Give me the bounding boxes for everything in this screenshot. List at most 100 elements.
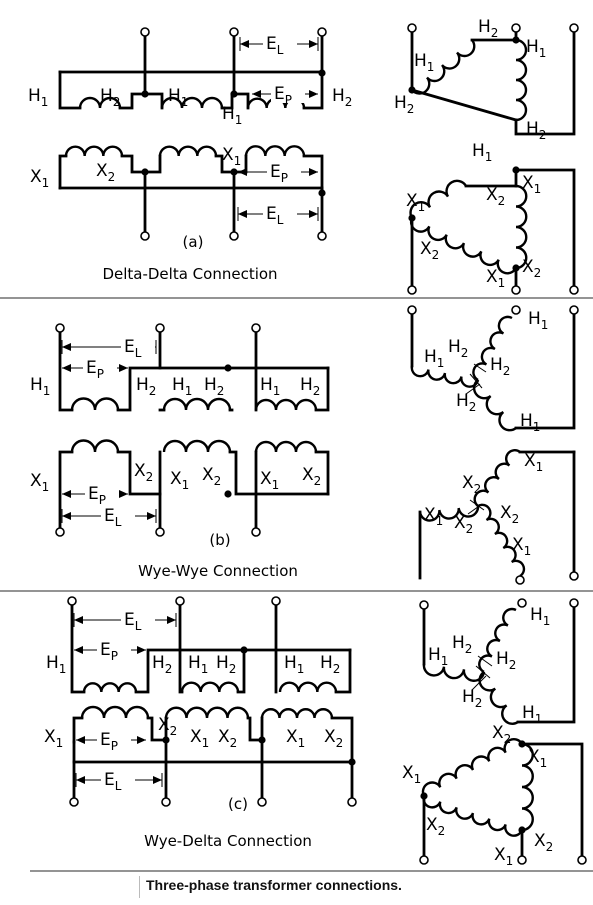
terminal-post — [69, 797, 79, 807]
arrow-head — [167, 616, 176, 624]
h2-terminal-label: H2 — [448, 337, 468, 360]
winding-coil — [409, 217, 518, 275]
section-title-c: Wye-Delta Connection — [144, 832, 312, 850]
x1-terminal-label: X1 — [170, 469, 189, 492]
x1-terminal-label: X1 — [44, 727, 63, 750]
section-label-a: (a) — [183, 233, 204, 251]
terminal-post — [407, 23, 417, 33]
winding-coil — [472, 315, 513, 382]
wire — [228, 450, 330, 496]
leader-line — [467, 503, 483, 515]
winding-coil — [478, 607, 517, 674]
dimension-label-backing — [97, 729, 131, 749]
x2-terminal-label: X2 — [218, 727, 237, 750]
voltage-label: EP — [100, 730, 118, 753]
winding-coil — [70, 439, 120, 453]
section-label-c: (c) — [228, 795, 248, 813]
junction-dot — [512, 36, 520, 44]
terminal-post — [419, 600, 429, 610]
x2-terminal-label: X2 — [462, 473, 481, 496]
x2-terminal-label: X2 — [202, 465, 221, 488]
x1-terminal-label: X1 — [286, 727, 305, 750]
leader-line — [465, 383, 481, 395]
leader-line — [469, 499, 485, 511]
winding-coil — [254, 440, 318, 453]
terminal-post — [407, 305, 417, 315]
winding-coil — [160, 96, 224, 109]
h2-terminal-label: H2 — [136, 375, 156, 398]
voltage-label: EP — [88, 484, 106, 507]
h2-terminal-label: H2 — [526, 119, 546, 142]
h1-terminal-label: H1 — [28, 86, 48, 109]
figure-caption: Three-phase transformer connections. — [146, 877, 402, 893]
wire — [118, 92, 164, 110]
x1-terminal-label: X1 — [222, 145, 241, 168]
dimension-label-backing — [101, 769, 135, 789]
arrow-head — [238, 210, 247, 218]
winding-coil — [164, 706, 250, 719]
terminal-post — [55, 527, 65, 537]
wire — [120, 154, 162, 174]
h1-terminal-label: H1 — [414, 51, 434, 74]
voltage-label: EL — [266, 204, 284, 227]
x2-terminal-label: X2 — [426, 815, 445, 838]
x2-terminal-label: X2 — [420, 239, 439, 262]
terminal-post — [569, 285, 579, 295]
arrow-head — [74, 616, 83, 624]
terminal-post — [569, 571, 579, 581]
wire — [410, 88, 518, 122]
junction-dot — [318, 189, 326, 197]
dimension-label-backing — [263, 33, 297, 53]
wire — [58, 330, 74, 412]
junction-dot — [141, 168, 149, 176]
voltage-label: EP — [100, 640, 118, 663]
dimension-label-backing — [83, 357, 117, 377]
h2-terminal-label: H2 — [496, 649, 516, 672]
winding-coil — [80, 705, 150, 719]
h2-terminal-label: H2 — [100, 86, 120, 109]
winding-coil — [409, 179, 468, 219]
leader-line — [477, 655, 493, 667]
junction-dot — [230, 90, 238, 98]
winding-coil — [162, 397, 232, 411]
arrow-head — [309, 40, 318, 48]
section-label-b: (b) — [209, 531, 230, 549]
terminal-post — [511, 305, 521, 315]
winding-coil — [244, 145, 306, 157]
terminal-post — [155, 527, 165, 537]
wire — [314, 366, 330, 412]
junction-dot — [512, 264, 520, 272]
voltage-label: EP — [274, 84, 292, 107]
terminal-post — [251, 323, 261, 333]
winding-coil — [418, 505, 480, 522]
x2-terminal-label: X2 — [324, 727, 343, 750]
h1-terminal-label: H1 — [472, 141, 492, 164]
winding-coil — [82, 682, 138, 693]
wire — [330, 716, 354, 764]
wire — [58, 450, 74, 530]
x2-terminal-label: X2 — [492, 723, 511, 746]
h2-terminal-label: H2 — [152, 653, 172, 676]
voltage-label: EP — [270, 162, 288, 185]
arrow-head — [309, 168, 318, 176]
terminal-post — [517, 598, 527, 608]
arrow-head — [309, 90, 318, 98]
winding-coil — [70, 397, 120, 411]
h1-terminal-label: H1 — [284, 653, 304, 676]
arrow-head — [240, 40, 249, 48]
arrow-head — [76, 736, 85, 744]
junction-dot — [224, 490, 232, 498]
h1-terminal-label: H1 — [30, 375, 50, 398]
h1-terminal-label: H1 — [168, 86, 188, 109]
winding-coil — [158, 145, 218, 157]
x1-terminal-label: X1 — [406, 191, 425, 214]
junction-dot — [518, 826, 526, 834]
x2-terminal-label: X2 — [96, 161, 115, 184]
x1-terminal-label: X1 — [190, 727, 209, 750]
junction-dot — [518, 740, 526, 748]
h1-terminal-label: H1 — [172, 375, 192, 398]
dimension-label-backing — [101, 505, 135, 525]
voltage-label: EL — [104, 506, 122, 529]
dimension-label-backing — [263, 203, 297, 223]
